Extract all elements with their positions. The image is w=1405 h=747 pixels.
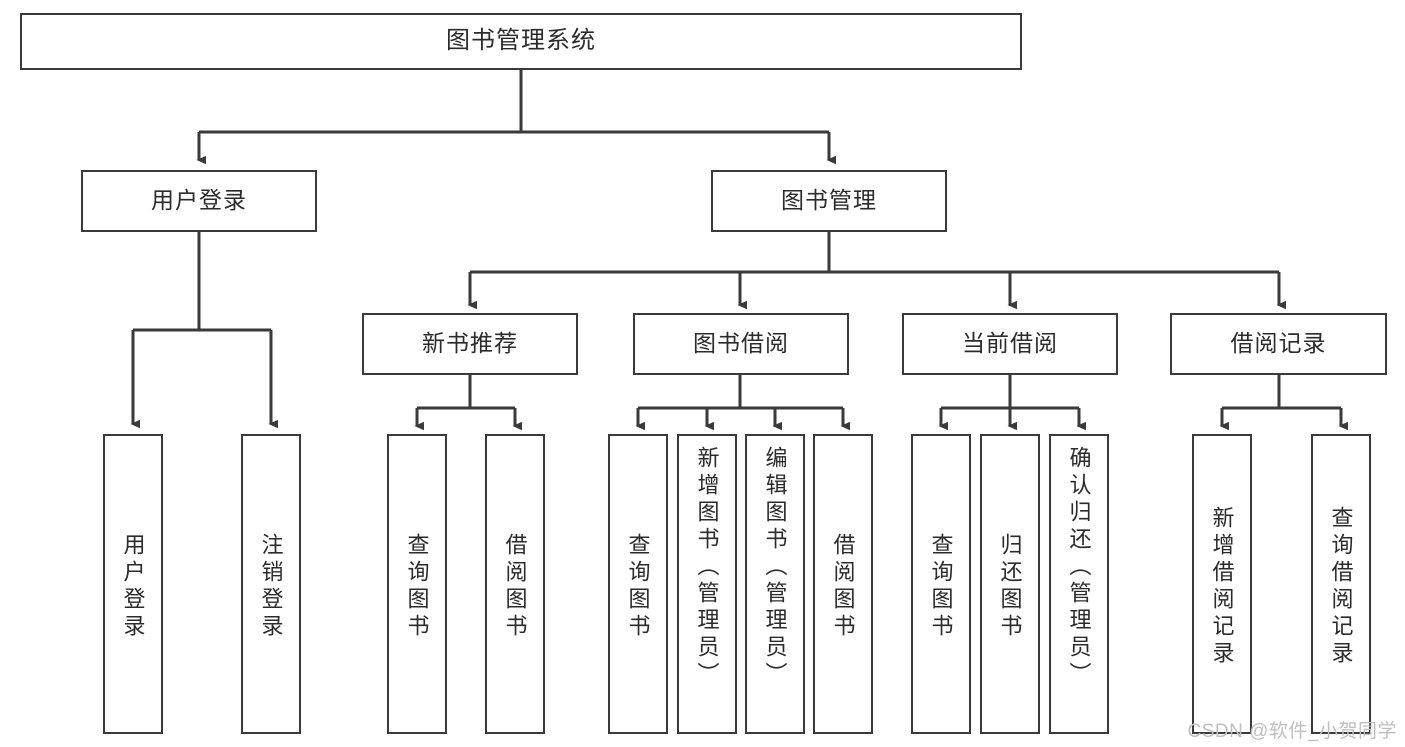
node-label: 确认归还（管理员） [1066,446,1092,689]
node-label: 新增借阅记录 [1209,506,1235,668]
leaf-user-login-login[interactable]: 用户登录 [103,434,163,734]
node-label: 查询图书 [404,533,430,641]
node-label: 图书管理系统 [446,27,596,55]
node-book-borrow[interactable]: 图书借阅 [633,313,849,375]
node-label: 图书借阅 [693,330,789,357]
node-label: 新书推荐 [422,330,518,357]
leaf-book-borrow-edit-book-admin[interactable]: 编辑图书（管理员） [745,434,805,734]
node-label: 查询图书 [928,533,954,641]
leaf-current-borrow-query-book[interactable]: 查询图书 [911,434,971,734]
node-label: 图书管理 [781,187,877,214]
node-label: 借阅图书 [502,533,528,641]
leaf-book-borrow-query-book[interactable]: 查询图书 [608,434,668,734]
leaf-borrow-record-query-record[interactable]: 查询借阅记录 [1311,434,1371,734]
leaf-new-book-borrow-book[interactable]: 借阅图书 [485,434,545,734]
node-label: 借阅图书 [830,533,856,641]
node-label: 编辑图书（管理员） [762,446,788,689]
leaf-new-book-query-book[interactable]: 查询图书 [387,434,447,734]
node-label: 查询图书 [625,533,651,641]
leaf-current-borrow-return-book[interactable]: 归还图书 [980,434,1040,734]
node-new-book-recommend[interactable]: 新书推荐 [362,313,578,375]
watermark-text: CSDN @软件_小贺同学 [1187,721,1397,742]
node-user-login[interactable]: 用户登录 [81,170,317,232]
node-borrow-record[interactable]: 借阅记录 [1170,313,1387,375]
node-label: 查询借阅记录 [1328,506,1354,668]
node-label: 当前借阅 [962,330,1058,357]
node-label: 借阅记录 [1230,330,1327,357]
node-label: 新增图书（管理员） [694,446,720,689]
leaf-current-borrow-confirm-return-admin[interactable]: 确认归还（管理员） [1049,434,1109,734]
node-label: 用户登录 [151,187,247,214]
node-current-borrow[interactable]: 当前借阅 [902,313,1118,375]
node-root-book-management-system[interactable]: 图书管理系统 [20,13,1022,70]
node-label: 归还图书 [997,533,1023,641]
node-label: 用户登录 [120,533,146,641]
leaf-user-login-logout[interactable]: 注销登录 [241,434,301,734]
leaf-book-borrow-add-book-admin[interactable]: 新增图书（管理员） [677,434,737,734]
leaf-book-borrow-borrow-book[interactable]: 借阅图书 [813,434,873,734]
leaf-borrow-record-add-record[interactable]: 新增借阅记录 [1192,434,1252,734]
node-label: 注销登录 [258,533,284,641]
node-book-management[interactable]: 图书管理 [711,170,947,232]
